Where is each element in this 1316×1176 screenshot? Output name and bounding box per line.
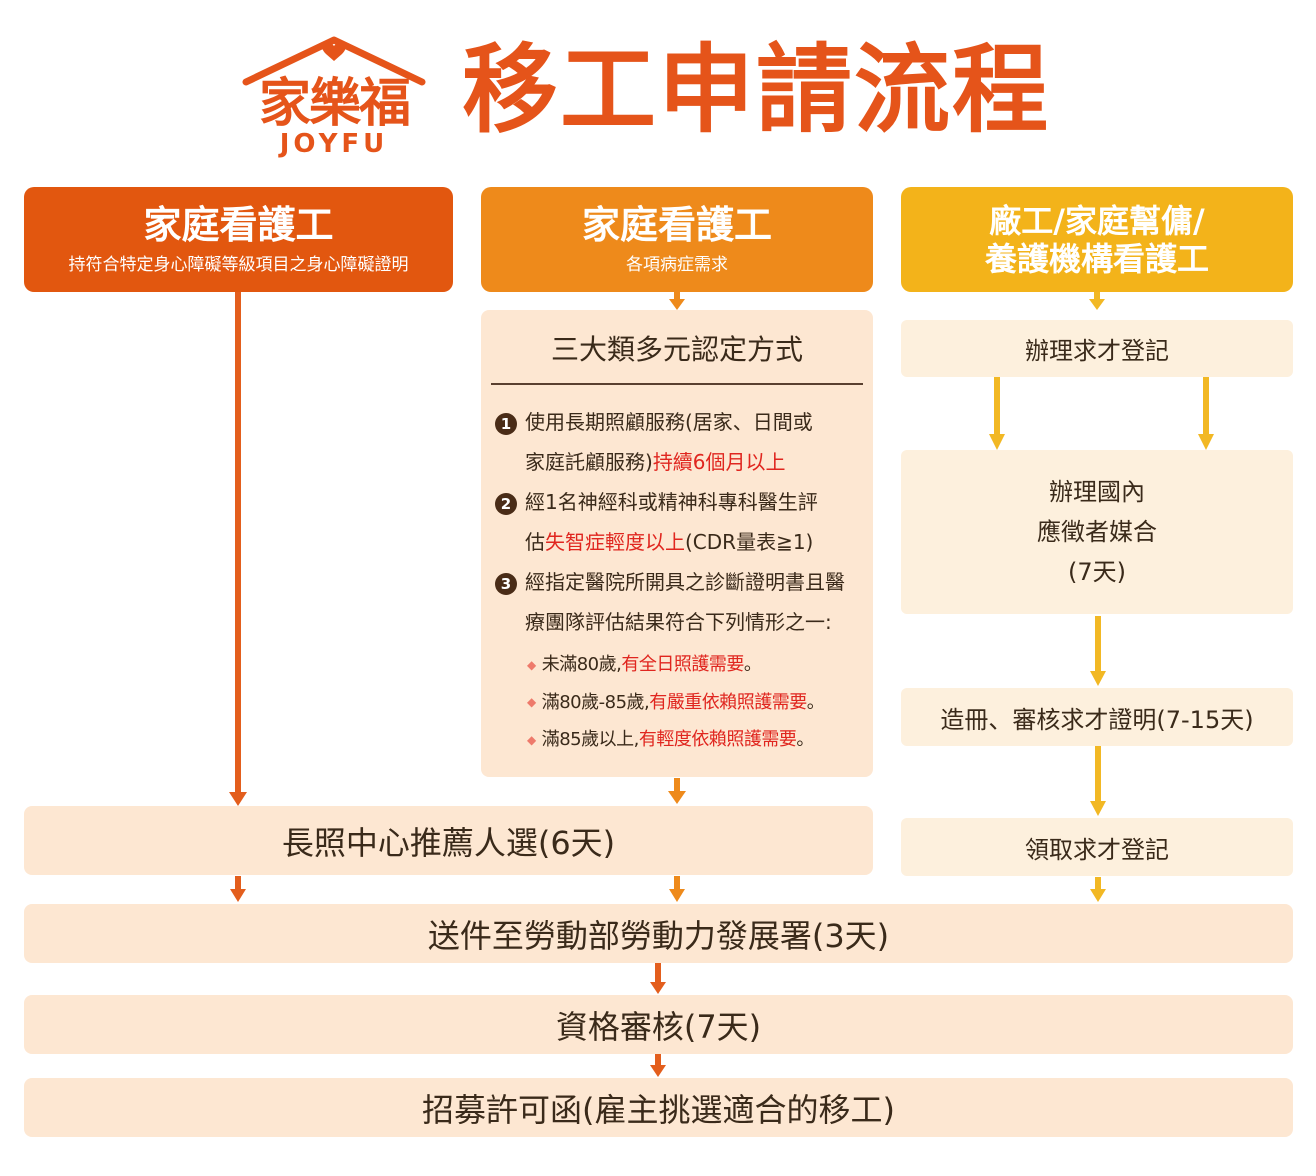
step-submit-label: 送件至勞動部勞動力發展署(3天) [427,916,890,955]
arrow-col3-top [1089,292,1105,310]
arrow-col3-mid [1090,616,1106,686]
criteria-item-2-highlight: 失智症輕度以上 [545,530,685,554]
step-collect-registration-label: 領取求才登記 [1025,835,1169,864]
criteria-panel: 三大類多元認定方式 1 使用長期照顧服務(居家、日間或 家庭託顧服務)持續6個月以… [481,310,873,777]
arrow-to-submit-mid [669,876,685,902]
header-col3: 廠工/家庭幫傭/ 養護機構看護工 [901,187,1293,292]
arrow-to-submit-left [230,876,246,902]
criteria-item-3: 3 經指定醫院所開具之診斷證明書且醫 療團隊評估結果符合下列情形之一: [495,562,871,642]
criteria-item-2-suffix: (CDR量表≧1) [685,530,814,554]
criteria-item-2-line1: 經1名神經科或精神科專科醫生評 [525,490,818,514]
arrow-col3-split-right [1198,377,1214,450]
arrow-to-submit-right [1090,877,1106,902]
header-col2-title: 家庭看護工 [581,202,772,247]
header-col2-subtitle: 各項病症需求 [626,254,728,275]
header-col1-subtitle: 持符合特定身心障礙等級項目之身心障礙證明 [68,254,409,275]
diamond-bullet-icon: ◆ [527,657,536,672]
arrow-col1-down [229,292,247,806]
criteria-item-1: 1 使用長期照顧服務(居家、日間或 家庭託顧服務)持續6個月以上 [495,402,865,482]
step-review: 資格審核(7天) [24,995,1293,1054]
step-domestic-matching-line2: 應徵者媒合 [1037,518,1157,546]
step-submit: 送件至勞動部勞動力發展署(3天) [24,904,1293,963]
criteria-item-1-line2: 家庭託顧服務) [525,450,653,474]
logo-brand-cn: 家樂福 [258,74,411,134]
arrow-col3-low [1090,746,1106,816]
logo: 家樂福 JOYFU [236,30,432,158]
step-review-label: 資格審核(7天) [555,1007,762,1046]
house-roof-icon [242,36,426,86]
step-job-registration-label: 辦理求才登記 [1025,337,1169,365]
step-recommend: 長照中心推薦人選(6天) [24,806,873,875]
arrow-col3-split-left [989,377,1005,450]
step-collect-registration: 領取求才登記 [901,818,1293,876]
header-col3-title-line1: 廠工/家庭幫傭/ [989,201,1205,240]
arrow-col2-top [669,292,685,310]
sub-criteria-item: ◆滿80歲-85歲,有嚴重依賴照護需要。 [527,691,825,713]
header-col2: 家庭看護工 各項病症需求 [481,187,873,292]
criteria-title: 三大類多元認定方式 [550,333,803,366]
step-certify: 造冊、審核求才證明(7-15天) [901,688,1293,746]
step-certify-label: 造冊、審核求才證明(7-15天) [940,705,1254,734]
arrow-to-review [650,963,666,994]
step-domestic-matching-line3: (7天) [1068,558,1126,586]
logo-brand-en: JOYFU [279,129,389,159]
criteria-item-3-line1: 經指定醫院所開具之診斷證明書且醫 [525,570,845,594]
header-col1-title: 家庭看護工 [143,202,334,247]
number-badge-3: 3 [495,572,517,595]
header-col1: 家庭看護工 持符合特定身心障礙等級項目之身心障礙證明 [24,187,453,292]
diamond-bullet-icon: ◆ [527,732,536,747]
criteria-item-3-line2: 療團隊評估結果符合下列情形之一: [525,610,832,634]
page-title: 移工申請流程 [462,34,1050,146]
sub-criteria-list: ◆未滿80歲,有全日照護需要。 ◆滿80歲-85歲,有嚴重依賴照護需要。 ◆滿8… [527,646,873,759]
step-domestic-matching-line1: 辦理國內 [1049,478,1145,506]
step-permit-label: 招募許可函(雇主挑選適合的移工) [422,1090,895,1129]
sub-criteria-item: ◆未滿80歲,有全日照護需要。 [527,654,762,675]
arrow-to-permit [650,1054,666,1077]
criteria-item-2-line2: 估 [525,530,545,554]
header-col3-title-line2: 養護機構看護工 [984,239,1209,278]
arrow-col2-bottom [668,778,686,804]
diamond-bullet-icon: ◆ [527,695,536,709]
criteria-item-1-highlight: 持續6個月以上 [652,450,786,474]
number-badge-1: 1 [495,412,517,435]
step-recommend-label: 長照中心推薦人選(6天) [281,823,616,862]
sub-criteria-item: ◆滿85歲以上,有輕度依賴照護需要。 [527,729,814,750]
criteria-item-1-line1: 使用長期照顧服務(居家、日間或 [525,410,813,434]
step-permit: 招募許可函(雇主挑選適合的移工) [24,1078,1293,1137]
step-domestic-matching: 辦理國內 應徵者媒合 (7天) [901,450,1293,614]
criteria-item-2: 2 經1名神經科或精神科專科醫生評 估失智症輕度以上(CDR量表≧1) [495,482,865,562]
number-badge-2: 2 [495,492,517,515]
step-job-registration: 辦理求才登記 [901,320,1293,377]
criteria-divider [491,383,863,385]
